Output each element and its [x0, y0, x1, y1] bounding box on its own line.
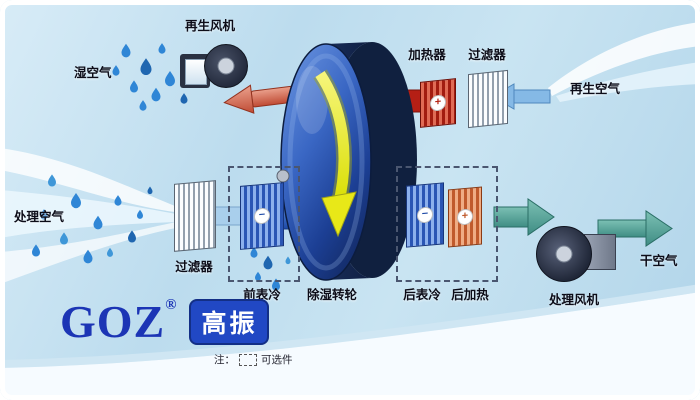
after-treat-optional-box — [396, 166, 498, 282]
label-dry-air: 干空气 — [640, 254, 678, 268]
note-prefix: 注： — [214, 354, 235, 366]
regen-air-swoosh-icon — [548, 22, 700, 102]
label-heater: 加热器 — [408, 48, 446, 62]
label-filter-top: 过滤器 — [468, 48, 506, 62]
label-regen-air: 再生空气 — [570, 82, 621, 96]
after-cool-minus-symbol: − — [417, 206, 433, 224]
regen-fan-hub — [217, 57, 235, 75]
rotation-arrow-icon — [313, 69, 357, 238]
logo-registered-mark: ® — [165, 297, 178, 313]
after-cool-box: − — [406, 182, 444, 248]
wheel-axle — [276, 169, 290, 183]
filter-top — [468, 69, 508, 129]
label-filter-bottom: 过滤器 — [175, 260, 213, 274]
logo-name: GOZ — [60, 296, 166, 347]
optional-note: 注： 可选件 — [214, 352, 293, 367]
wheel-inner-ring — [287, 53, 365, 271]
label-wet-air: 湿空气 — [74, 66, 112, 80]
note-suffix: 可选件 — [261, 354, 293, 366]
label-after-heat: 后加热 — [451, 288, 489, 302]
bottom-wave — [0, 284, 700, 400]
label-process-air: 处理空气 — [14, 210, 65, 224]
process-fan-hub — [555, 245, 573, 263]
pre-cool-box: − — [240, 182, 284, 250]
after-heat-plus-symbol: + — [457, 208, 473, 226]
logo-brand-badge: 高振 — [189, 298, 270, 345]
dashed-box-icon — [239, 353, 257, 366]
label-wheel: 除湿转轮 — [306, 288, 357, 302]
dry-air-arrow-2 — [597, 210, 673, 247]
filter-bottom — [174, 180, 216, 252]
heater-box: + — [420, 78, 456, 128]
label-regen-fan: 再生风机 — [184, 19, 235, 33]
wheel-face — [280, 43, 372, 281]
process-fan-icon — [536, 222, 616, 286]
regen-fan-impeller — [204, 44, 248, 88]
pre-cool-minus-symbol: − — [254, 207, 270, 225]
pre-cool-optional-box — [228, 166, 300, 282]
label-process-fan: 处理风机 — [548, 293, 599, 307]
desiccant-wheel — [276, 42, 417, 281]
label-after-cool: 后表冷 — [403, 288, 441, 302]
regen-fan-icon — [178, 44, 248, 94]
heater-plus-symbol: + — [430, 94, 446, 112]
logo: GOZ® 高振 — [60, 298, 270, 345]
after-heat-box: + — [448, 186, 482, 248]
process-fan-scroll — [536, 226, 592, 282]
logo-goz-text: GOZ® — [60, 298, 177, 345]
dry-air-arrow-1 — [493, 198, 555, 236]
